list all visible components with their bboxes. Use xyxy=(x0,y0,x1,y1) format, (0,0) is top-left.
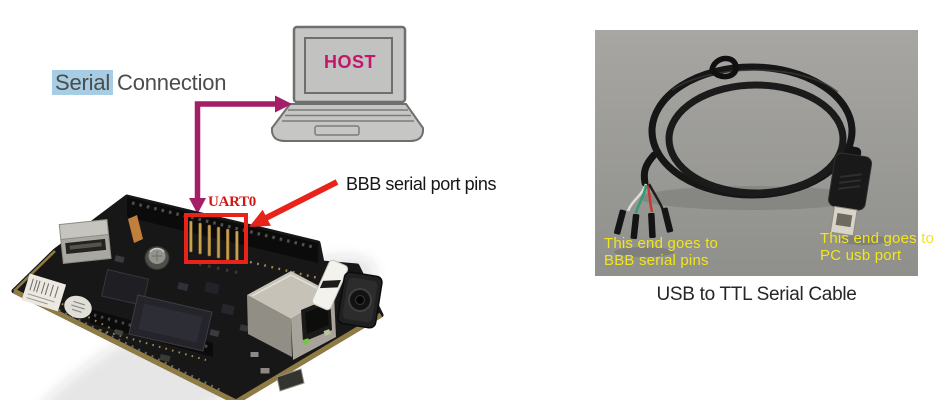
usb-cable-photo xyxy=(595,30,918,276)
cable-caption: USB to TTL Serial Cable xyxy=(656,284,857,305)
micro-usb-port xyxy=(276,368,305,392)
jumper-wire-connectors xyxy=(613,183,674,257)
barcode-label xyxy=(21,273,67,312)
uart0-label: UART0 xyxy=(208,194,256,210)
cable-annotation-right-line2: PC usb port xyxy=(820,246,902,264)
power-jack xyxy=(337,271,383,329)
serial-word-highlight: Serial xyxy=(52,70,114,95)
ethernet-port xyxy=(247,271,336,360)
cylinder-component xyxy=(311,259,349,311)
usb-a-connector xyxy=(828,146,888,245)
processor-chip xyxy=(128,294,213,352)
cable-annotation-right: This end goes to PC usb port xyxy=(820,230,935,264)
serial-pins-callout-arrow xyxy=(249,179,339,227)
host-label: HOST xyxy=(323,52,376,72)
cable-annotation-left-line1: This end goes to xyxy=(604,235,719,252)
cable-annotation-left: This end goes to BBB serial pins xyxy=(604,235,719,269)
serial-connection-arrow xyxy=(189,95,292,214)
memory-chip xyxy=(101,269,150,306)
uart-pins xyxy=(189,220,241,275)
host-laptop-icon xyxy=(270,25,425,142)
bbb-serial-pins-callout: BBB serial port pins xyxy=(346,174,497,194)
bbb-board-photo xyxy=(11,194,384,400)
trackpad xyxy=(314,125,360,136)
cable-annotation-left-line2: BBB serial pins xyxy=(604,251,709,269)
uart-highlight-box xyxy=(184,213,248,264)
connection-word: Connection xyxy=(117,70,227,95)
expansion-header-far xyxy=(127,197,318,263)
cable-annotation-right-line1: This end goes to xyxy=(820,230,935,247)
usb-a-port xyxy=(58,219,112,264)
capacitor xyxy=(144,246,170,270)
qc-label xyxy=(64,295,92,319)
